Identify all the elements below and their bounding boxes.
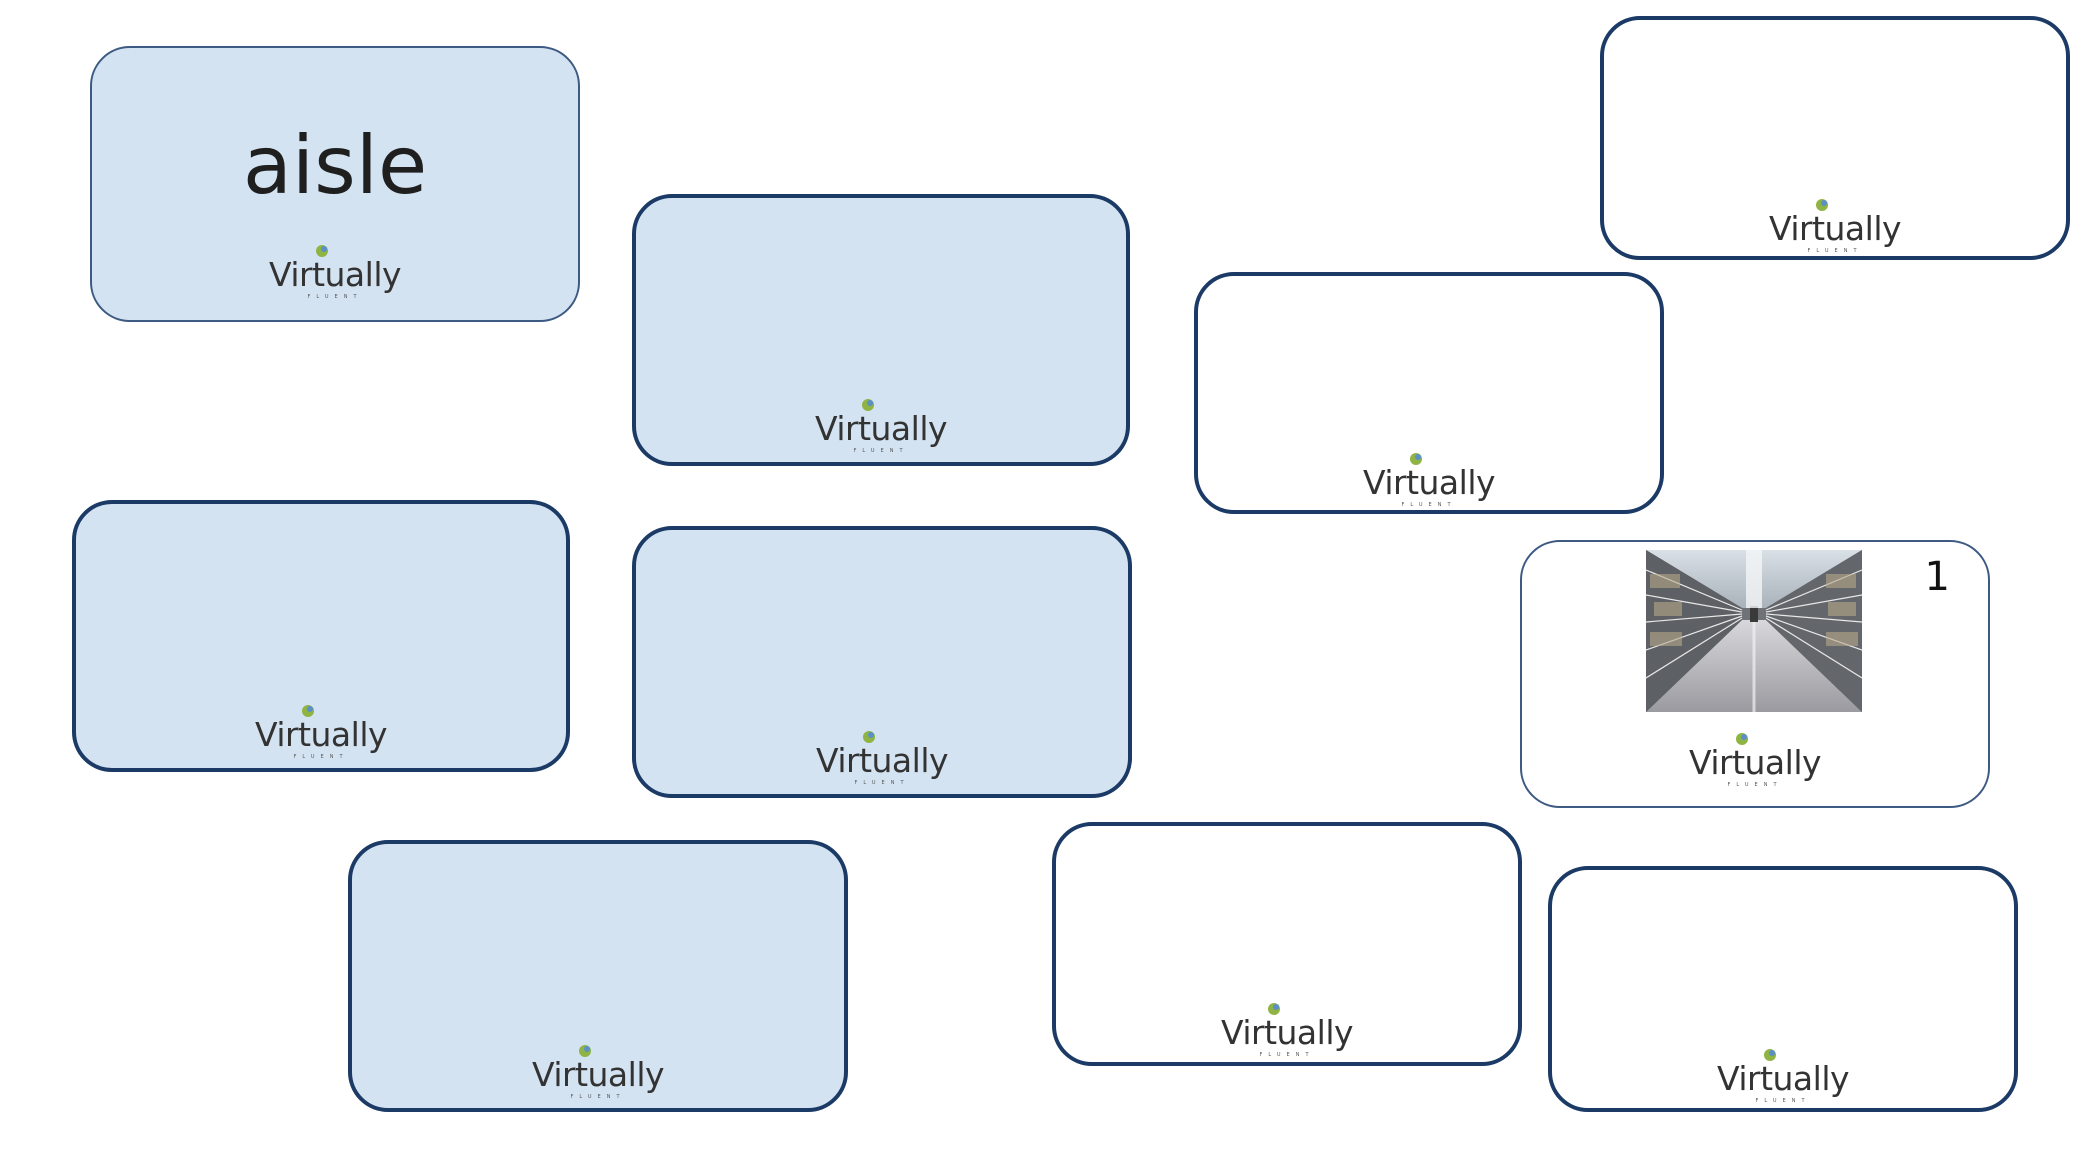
logo-globe-icon	[1410, 453, 1422, 465]
logo-subtitle: FLUENT	[854, 780, 910, 786]
virtually-fluent-logo: Virtually FLUENT	[812, 730, 952, 792]
logo-subtitle: FLUENT	[1807, 248, 1863, 254]
face-down-card[interactable]: Virtually FLUENT	[72, 500, 570, 772]
logo-globe-icon	[862, 399, 874, 411]
face-down-card[interactable]: Virtually FLUENT	[632, 194, 1130, 466]
word-card-aisle[interactable]: aisle Virtually FLUENT	[90, 46, 580, 322]
logo-word: Virtually	[1768, 209, 1902, 248]
face-down-card[interactable]: Virtually FLUENT	[1052, 822, 1522, 1066]
logo-word: Virtually	[268, 255, 402, 294]
logo-globe-icon	[1736, 733, 1748, 745]
card-number: 1	[1924, 554, 1950, 600]
face-down-card[interactable]: Virtually FLUENT	[348, 840, 848, 1112]
logo-globe-icon	[579, 1045, 591, 1057]
logo-subtitle: FLUENT	[1755, 1098, 1811, 1104]
logo-subtitle: FLUENT	[570, 1094, 626, 1100]
virtually-fluent-logo: Virtually FLUENT	[1685, 732, 1825, 794]
logo-word: Virtually	[814, 409, 948, 448]
virtually-fluent-logo: Virtually FLUENT	[1359, 452, 1499, 514]
virtually-fluent-logo: Virtually FLUENT	[1713, 1048, 1853, 1110]
virtually-fluent-logo: Virtually FLUENT	[251, 704, 391, 766]
virtually-fluent-logo: Virtually FLUENT	[811, 398, 951, 460]
logo-word: Virtually	[1220, 1013, 1354, 1052]
logo-word: Virtually	[1716, 1059, 1850, 1098]
virtually-fluent-logo: Virtually FLUENT	[1217, 1002, 1357, 1064]
image-card-aisle[interactable]: 1 Virtually FLUENT	[1520, 540, 1990, 808]
logo-word: Virtually	[1688, 743, 1822, 782]
logo-globe-icon	[1268, 1003, 1280, 1015]
face-down-card[interactable]: Virtually FLUENT	[1194, 272, 1664, 514]
logo-globe-icon	[316, 245, 328, 257]
logo-word: Virtually	[254, 715, 388, 754]
face-down-card[interactable]: Virtually FLUENT	[1548, 866, 2018, 1112]
card-word: aisle	[242, 119, 428, 212]
face-down-card[interactable]: Virtually FLUENT	[632, 526, 1132, 798]
logo-globe-icon	[863, 731, 875, 743]
virtually-fluent-logo: Virtually FLUENT	[1765, 198, 1905, 260]
logo-word: Virtually	[1362, 463, 1496, 502]
virtually-fluent-logo: Virtually FLUENT	[528, 1044, 668, 1106]
logo-subtitle: FLUENT	[853, 448, 909, 454]
logo-word: Virtually	[531, 1055, 665, 1094]
logo-word: Virtually	[815, 741, 949, 780]
logo-subtitle: FLUENT	[293, 754, 349, 760]
logo-globe-icon	[1764, 1049, 1776, 1061]
logo-globe-icon	[302, 705, 314, 717]
logo-subtitle: FLUENT	[1259, 1052, 1315, 1058]
face-down-card[interactable]: Virtually FLUENT	[1600, 16, 2070, 260]
logo-subtitle: FLUENT	[1401, 502, 1457, 508]
logo-globe-icon	[1816, 199, 1828, 211]
virtually-fluent-logo: Virtually FLUENT	[265, 244, 405, 306]
logo-subtitle: FLUENT	[307, 294, 363, 300]
supermarket-aisle-photo	[1646, 550, 1862, 712]
logo-subtitle: FLUENT	[1727, 782, 1783, 788]
